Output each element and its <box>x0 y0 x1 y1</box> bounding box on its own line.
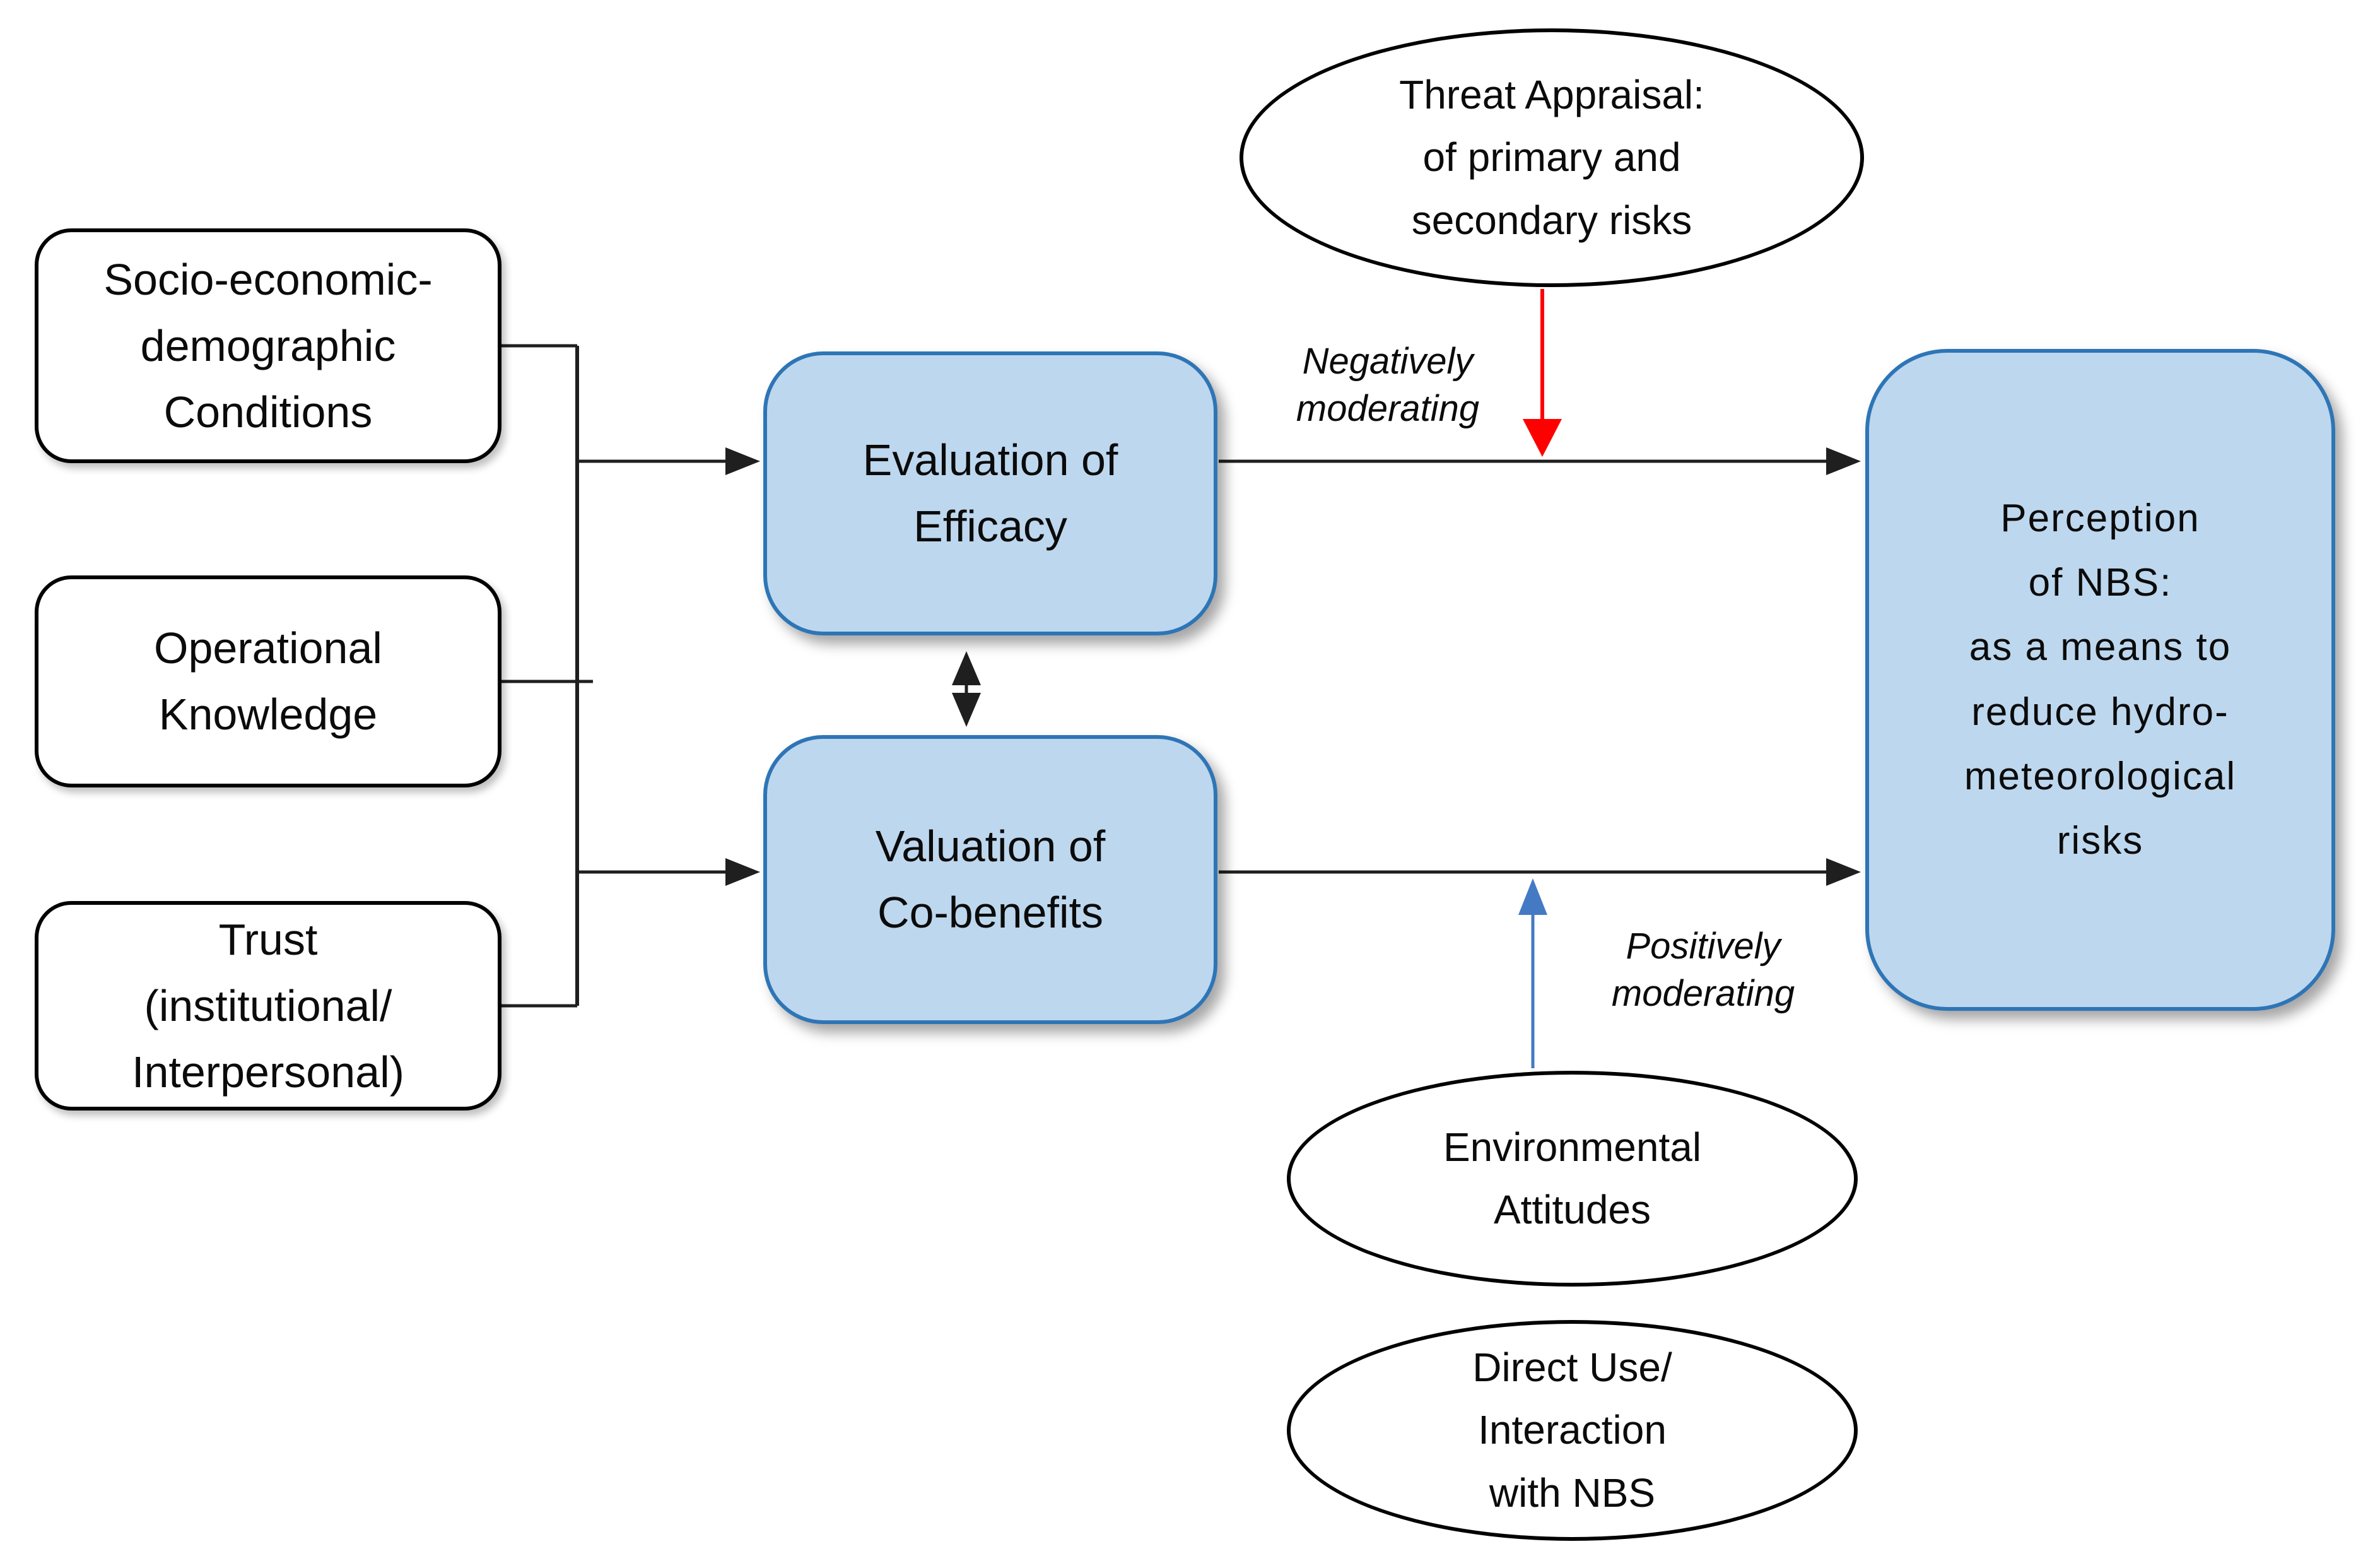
node-valuation-of-co-benefits: Valuation of Co-benefits <box>763 735 1217 1024</box>
blue-moderation-arrow-head <box>1518 878 1547 915</box>
arrow-efficacy-to-perception-head <box>1826 447 1861 475</box>
node-operational-knowledge: Operational Knowledge <box>35 575 501 787</box>
red-moderation-arrow-head <box>1523 419 1562 457</box>
label-positively-moderating: Positively moderating <box>1611 926 1795 1015</box>
node-socio-economic-demographic: Socio-economic- demographic Conditions <box>35 228 501 463</box>
ellipse-environmental-attitudes: Environmental Attitudes <box>1287 1071 1858 1287</box>
ellipse-threat-appraisal: Threat Appraisal: of primary and seconda… <box>1240 28 1864 287</box>
arrow-bus-to-cobenefits-head <box>725 858 760 886</box>
double-arrow-down-head <box>952 693 981 727</box>
double-arrow-up-head <box>952 651 981 685</box>
node-trust: Trust (institutional/ Interpersonal) <box>35 901 501 1111</box>
node-perception-of-nbs: Perception of NBS: as a means to reduce … <box>1865 349 2335 1011</box>
node-evaluation-of-efficacy: Evaluation of Efficacy <box>763 351 1217 635</box>
label-negatively-moderating: Negatively moderating <box>1296 341 1480 430</box>
arrow-cobenefits-to-perception-head <box>1826 858 1861 886</box>
ellipse-direct-use-interaction: Direct Use/ Interaction with NBS <box>1287 1320 1858 1541</box>
arrow-bus-to-efficacy-head <box>725 447 760 475</box>
